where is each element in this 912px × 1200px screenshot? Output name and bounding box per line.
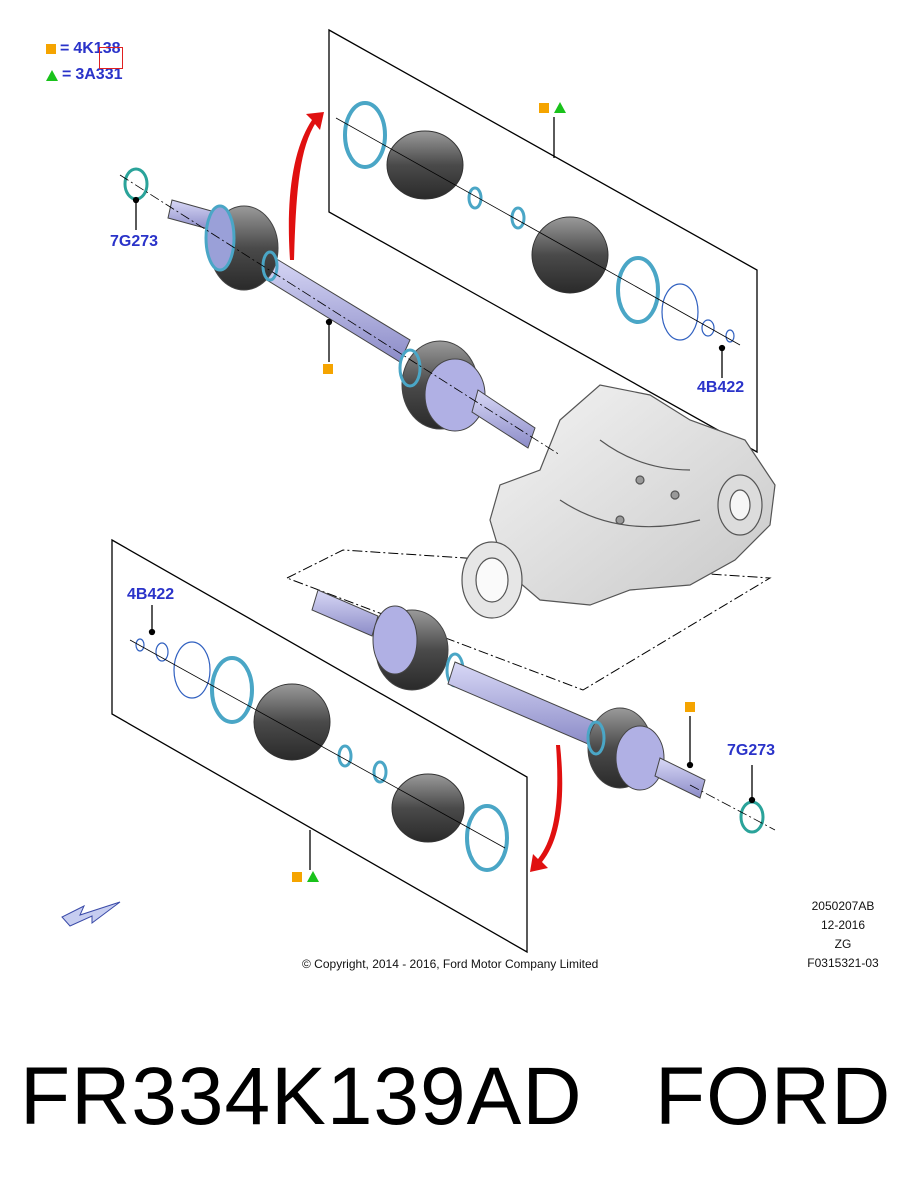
orange-square-icon (685, 702, 695, 712)
meta-date: 12-2016 (820, 918, 866, 932)
legend-row-triangle: = 3A331 (46, 66, 123, 84)
centerlines (119, 174, 776, 831)
callout-snap-ring-upper[interactable]: 7G273 (110, 233, 159, 250)
upper-shaft-marker (323, 364, 333, 374)
legend-code-triangle[interactable]: 3A331 (75, 66, 123, 83)
brand-name: FORD (655, 1051, 892, 1142)
orange-square-icon (292, 871, 302, 882)
green-triangle-icon (46, 69, 58, 81)
driveshaft-diagram (61, 28, 776, 954)
equals-sign: = (60, 40, 70, 57)
upper-axle-shaft (167, 199, 536, 449)
upper-panel-marker (539, 102, 566, 113)
lower-panel-outline (111, 538, 528, 954)
lower-panel-marker (292, 871, 319, 882)
front-direction-arrow-icon (61, 901, 121, 927)
lower-red-arrow (530, 745, 563, 872)
orange-square-icon (539, 102, 549, 113)
legend-code-square[interactable]: 4K138 (73, 40, 121, 57)
part-number: FR334K139AD (20, 1051, 583, 1142)
callout-leaders (132, 196, 756, 804)
legend-row-square: = 4K138 (46, 40, 121, 58)
orange-square-icon (46, 44, 56, 54)
orange-square-icon (323, 364, 333, 374)
equals-sign: = (62, 66, 72, 83)
red-arrows (288, 112, 563, 872)
lower-snap-ring (739, 800, 765, 834)
copyright-text: © Copyright, 2014 - 2016, Ford Motor Com… (302, 957, 599, 971)
lower-axle-shaft (311, 589, 706, 799)
callout-clip-lower[interactable]: 4B422 (127, 586, 175, 603)
meta-figure-id: F0315321-03 (807, 956, 879, 970)
callout-clip-upper[interactable]: 4B422 (697, 379, 745, 396)
meta-code: 2050207AB (811, 899, 875, 913)
green-triangle-icon (554, 102, 566, 113)
meta-region: ZG (834, 937, 852, 951)
upper-kit-components (335, 101, 741, 346)
lower-kit-components (129, 638, 509, 872)
upper-panel-outline (328, 28, 758, 454)
lower-shaft-marker (685, 702, 695, 712)
green-triangle-icon (307, 871, 319, 882)
callout-snap-ring-lower[interactable]: 7G273 (727, 742, 776, 759)
differential-housing (461, 384, 776, 619)
lower-kit-panel (111, 538, 528, 954)
upper-kit-panel (328, 28, 758, 454)
selection-highlight (99, 47, 123, 69)
reference-outline (285, 549, 772, 691)
upper-red-arrow (288, 112, 324, 260)
upper-snap-ring (123, 167, 149, 201)
